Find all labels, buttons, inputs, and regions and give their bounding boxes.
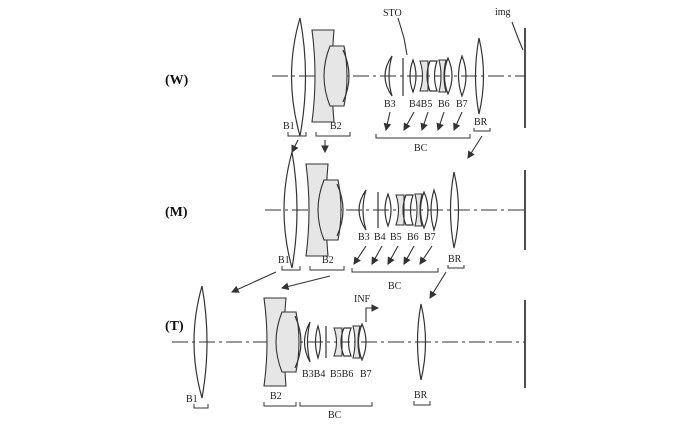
bracket-br-middle bbox=[447, 265, 465, 269]
state-label-wide: (W) bbox=[165, 73, 189, 88]
label-b3-wide: B3 bbox=[384, 99, 396, 110]
label-br-tele: BR bbox=[414, 390, 428, 401]
lens-b6a-tele bbox=[352, 325, 361, 359]
label-b3-middle: B3 bbox=[358, 232, 370, 243]
sto-leader bbox=[397, 17, 408, 56]
move-arrow-b1-mt bbox=[230, 271, 277, 293]
lens-br-wide bbox=[474, 37, 485, 115]
label-b3b4-tele: B3B4 bbox=[302, 369, 325, 380]
label-b5-middle: B5 bbox=[390, 232, 402, 243]
label-b2-middle: B2 bbox=[322, 255, 334, 266]
label-br-middle: BR bbox=[448, 254, 462, 265]
move-arrow-b5-mt bbox=[387, 245, 399, 265]
move-arrow-br-mt bbox=[429, 271, 447, 299]
inf-focus-arrow bbox=[365, 304, 380, 322]
lens-b5a-wide bbox=[419, 60, 429, 92]
label-b1-middle: B1 bbox=[278, 255, 290, 266]
label-b1-wide: B1 bbox=[283, 121, 295, 132]
inf-label: INF bbox=[354, 294, 371, 305]
row-tele: (T) INF B1 B2 B3B4 B5B6 B7 BC BR bbox=[165, 285, 526, 421]
lens-b3-wide bbox=[384, 55, 393, 97]
lens-b5a-middle bbox=[395, 194, 405, 226]
lens-b5b-middle bbox=[402, 194, 414, 226]
lens-b7-wide bbox=[457, 54, 467, 98]
label-b7-wide: B7 bbox=[456, 99, 468, 110]
label-bc-middle: BC bbox=[388, 281, 402, 292]
lens-b4-middle bbox=[384, 192, 392, 228]
bracket-b2-middle bbox=[309, 266, 345, 271]
lens-br-tele bbox=[416, 303, 427, 381]
move-arrow-b2-mt bbox=[280, 275, 331, 291]
lens-b2b-wide bbox=[323, 45, 348, 107]
lens-b2b-tele bbox=[275, 311, 300, 373]
lens-b4-tele bbox=[314, 323, 322, 361]
move-arrow-b6-wm bbox=[436, 111, 445, 132]
move-arrow-br-wm bbox=[467, 135, 483, 159]
label-b7-tele: B7 bbox=[360, 369, 372, 380]
state-label-middle: (M) bbox=[165, 205, 188, 220]
lens-b6a-middle bbox=[414, 193, 423, 227]
label-b4b5-wide: B4B5 bbox=[409, 99, 432, 110]
bracket-b1-wide bbox=[287, 132, 307, 137]
lens-br-middle bbox=[449, 171, 460, 249]
sto-label: STO bbox=[383, 8, 402, 19]
move-arrow-b7-wm bbox=[453, 111, 463, 132]
move-arrow-b3-mt bbox=[353, 245, 367, 265]
label-bc-wide: BC bbox=[414, 143, 428, 154]
lens-b5b-wide bbox=[426, 60, 438, 92]
label-b6-middle: B6 bbox=[407, 232, 419, 243]
bracket-b1-middle bbox=[281, 266, 301, 271]
move-arrow-b6-mt bbox=[403, 245, 415, 265]
lens-b6b-middle bbox=[419, 190, 429, 230]
bracket-b2-wide bbox=[315, 132, 351, 137]
img-label-wide: img bbox=[495, 7, 511, 18]
lens-b5a-tele bbox=[333, 327, 343, 357]
label-b2-tele: B2 bbox=[270, 391, 282, 402]
bracket-bc-middle bbox=[351, 268, 439, 273]
lens-b1-tele bbox=[193, 285, 208, 399]
move-arrow-b4-mt bbox=[371, 245, 383, 265]
move-arrow-b1-wm bbox=[291, 139, 299, 153]
move-arrow-b3-wm bbox=[383, 111, 392, 132]
label-br-wide: BR bbox=[474, 117, 488, 128]
move-arrow-b5-wm bbox=[420, 111, 429, 132]
bracket-b1-tele bbox=[193, 404, 209, 409]
img-leader-wide bbox=[511, 21, 524, 51]
row-middle: (M) B1 B2 B3 B4 B5 B6 B7 BR BC bbox=[165, 151, 526, 299]
lens-b2c-tele bbox=[294, 315, 302, 369]
move-arrow-b4-wm bbox=[403, 111, 415, 131]
bracket-b2-tele bbox=[263, 402, 297, 407]
label-bc-tele: BC bbox=[328, 410, 342, 421]
lens-b2c-wide bbox=[342, 49, 350, 103]
lens-b2b-middle bbox=[317, 179, 342, 241]
lens-b6b-tele bbox=[357, 322, 367, 362]
label-b6-wide: B6 bbox=[438, 99, 450, 110]
label-b4-middle: B4 bbox=[374, 232, 386, 243]
lens-b1-wide bbox=[290, 17, 307, 137]
lens-b1-middle bbox=[283, 151, 298, 269]
lens-b6a-wide bbox=[438, 59, 447, 93]
bracket-bc-wide bbox=[375, 134, 471, 139]
bracket-bc-tele bbox=[299, 402, 373, 407]
lens-b4-wide bbox=[409, 58, 417, 94]
lens-b3-middle bbox=[358, 189, 367, 231]
lens-b7-middle bbox=[430, 188, 439, 232]
row-wide: (W) img STO B1 B2 B3 B4B5 B6 B7 bbox=[165, 7, 526, 159]
lens-b3-tele bbox=[303, 321, 311, 363]
state-label-tele: (T) bbox=[165, 319, 184, 334]
bracket-br-wide bbox=[473, 128, 491, 132]
lens-b6b-wide bbox=[443, 56, 453, 96]
label-b1-tele: B1 bbox=[186, 394, 198, 405]
label-b2-wide: B2 bbox=[330, 121, 342, 132]
label-b7-middle: B7 bbox=[424, 232, 436, 243]
lens-b5b-tele bbox=[340, 327, 352, 357]
lens-b2c-middle bbox=[336, 183, 344, 237]
bracket-br-tele bbox=[413, 401, 431, 406]
move-arrow-b7-mt bbox=[419, 245, 433, 265]
label-b5b6-tele: B5B6 bbox=[330, 369, 353, 380]
